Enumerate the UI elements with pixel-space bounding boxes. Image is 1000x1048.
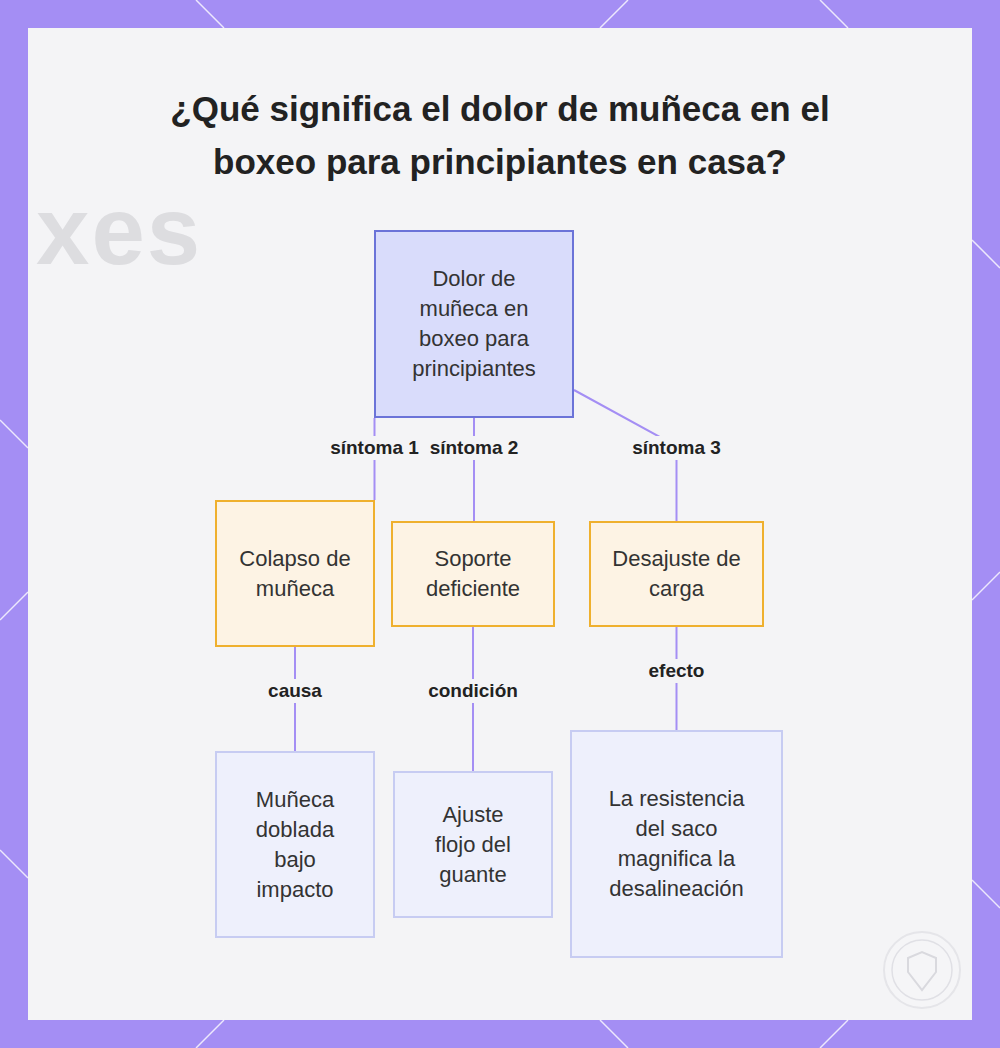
symptom-box: Colapso de muñeca xyxy=(215,500,375,647)
root-box: Dolor de muñeca en boxeo para principian… xyxy=(374,230,574,418)
edge-label: síntoma 3 xyxy=(628,436,725,460)
symptom-box: Soporte deficiente xyxy=(391,521,555,627)
edge-label: causa xyxy=(264,679,326,703)
edge-label: síntoma 1 xyxy=(326,436,423,460)
watermark-text: xes xyxy=(36,176,202,286)
node-text: Soporte deficiente xyxy=(405,544,541,604)
connector-line xyxy=(473,418,475,521)
detail-box: Muñeca doblada bajo impacto xyxy=(215,751,375,938)
symptom-box: Desajuste de carga xyxy=(589,521,764,627)
node-text: Desajuste de carga xyxy=(603,544,750,604)
detail-box: La resistencia del saco magnifica la des… xyxy=(570,730,783,958)
detail-box: Ajuste flojo del guante xyxy=(393,771,553,918)
node-text: Dolor de muñeca en boxeo para principian… xyxy=(394,264,554,384)
node-text: Colapso de muñeca xyxy=(231,544,359,604)
node-text: La resistencia del saco magnifica la des… xyxy=(594,784,759,904)
edge-label: efecto xyxy=(645,659,709,683)
node-text: Ajuste flojo del guante xyxy=(421,800,525,890)
node-text: Muñeca doblada bajo impacto xyxy=(243,785,347,905)
edge-label: condición xyxy=(424,679,522,703)
edge-label: síntoma 2 xyxy=(426,436,523,460)
diagram-title: ¿Qué significa el dolor de muñeca en el … xyxy=(150,82,850,188)
